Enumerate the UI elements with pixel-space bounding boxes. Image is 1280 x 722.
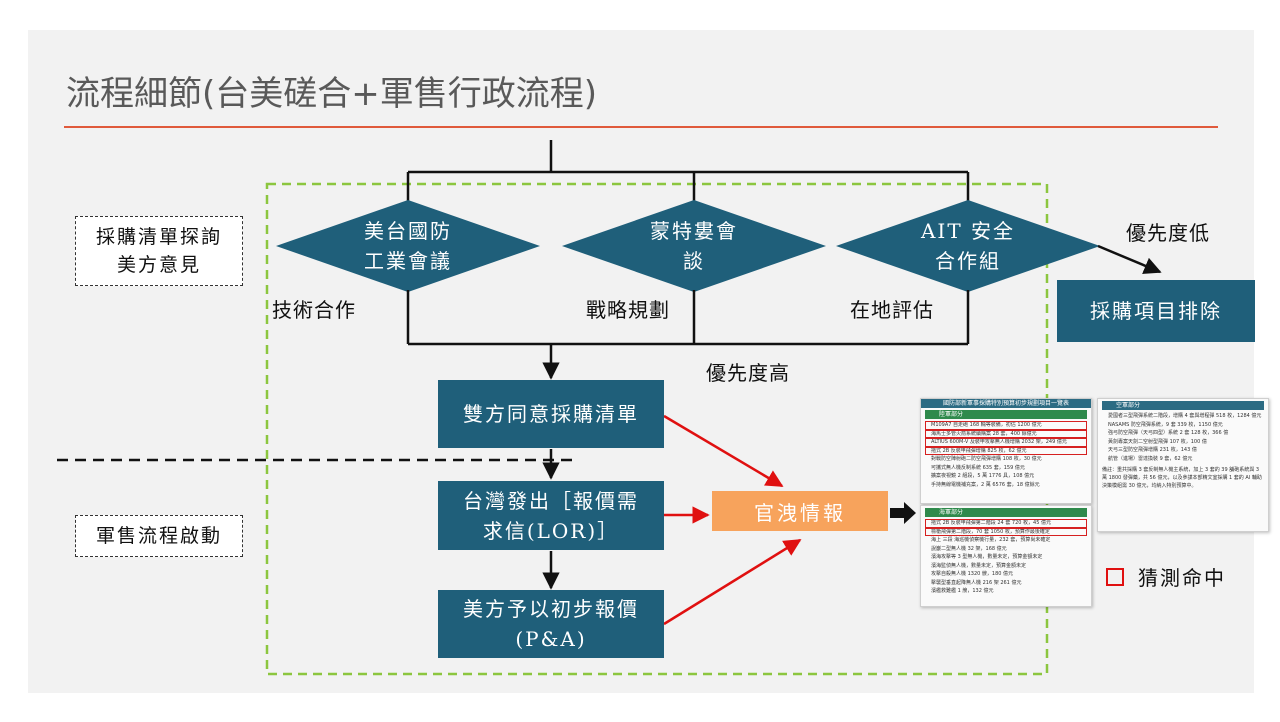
note-strategic-planning: 戰略規劃 (586, 298, 670, 322)
note-local-assessment: 在地評估 (850, 298, 934, 322)
doc-item: 標槍飛彈第二階段，70 套 1050 枚，預算作最後確定 (925, 527, 1087, 536)
doc-item: NASAMS 防空飛彈系統，9 套 339 枚，1150 億元 (1108, 421, 1223, 428)
doc-item: 強弓防空飛彈（天弓四型）系統 2 套 128 枚，366 億 (1108, 430, 1229, 436)
doc-item: 愛國者三型飛彈系統二階段，增購 4 套與增程彈 518 枚，1284 億元 (1108, 413, 1262, 419)
doc-item: 攻擊自殺無人機 1320 艘，180 億元 (931, 571, 1014, 577)
doc-note: 備註：重共採購 3 套反制無人機主系統，加上 3 套的 39 舖砲系統與 3 萬… (1102, 467, 1262, 489)
doc-item: M109A7 自走砲 168 輛等裝備，初估 1200 億元 (925, 421, 1087, 430)
priority-low-label: 優先度低 (1126, 221, 1210, 245)
pa-box: 美方予以初步報價 (P&A) (438, 590, 664, 658)
budget-document-airforce: 空軍部分 愛國者三型飛彈系統二階段，增購 4 套與增程彈 518 枚，1284 … (1097, 398, 1269, 532)
legend-red-square-icon (1106, 567, 1124, 586)
decision-label-montreal-talks: 蒙特婁會 談 (650, 219, 738, 273)
doc-item: 手持無線電機補充案，2 萬 6576 套，18 億餘元 (931, 481, 1040, 488)
agreed-list-box: 雙方同意採購清單 (438, 380, 664, 448)
doc-item: 海上 三段 海巡機偵察機行量，232 套，預算尚未確定 (931, 537, 1051, 543)
legend: 猜測命中 (1106, 562, 1226, 591)
priority-high-label: 優先度高 (706, 361, 790, 385)
page-title: 流程細節(台美磋合+軍售行政流程) (66, 74, 598, 114)
doc-section-army: 陸軍部分 (925, 410, 1087, 419)
legend-label: 猜測命中 (1138, 566, 1226, 590)
note-technical-cooperation: 技術合作 (272, 298, 356, 322)
title-underline (64, 126, 1218, 128)
leak-info-box: 官洩情報 (712, 491, 888, 531)
doc-item: 擴案夜視鏡 2 組段，5 萬 1776 具，108 億元 (931, 473, 1035, 479)
decision-diamond-montreal-talks (562, 200, 826, 292)
output-arrow (890, 502, 916, 524)
doc-item: 說巖二型無人機 32 架，168 億元 (931, 545, 1007, 552)
doc-item: 黃劍專案天劍二空射型飛彈 107 枚，100 億 (1108, 438, 1207, 445)
doc-item: 對戰防空陣射砲二防空飛彈增購 108 枚，30 億元 (931, 456, 1042, 462)
doc-item: 航管（進場）雷達換裝 9 套，62 億元 (1108, 455, 1193, 462)
doc-section-airforce: 空軍部分 (1102, 401, 1264, 410)
doc-item: ALTIUS 600M-V 及裝甲攻擊無人機增購 2032 架，249 億元 (925, 438, 1087, 447)
doc-title: 國防部新軍事採購特別預算初步規劃項目一覽表 (921, 399, 1091, 408)
doc-item: 濱海監偵無人機，數量未定，預算金額未定 (931, 562, 1027, 569)
doc-item: 海馬士多管火箭系統續購案 28 套，400 餘億元 (925, 429, 1087, 438)
doc-item: 天弓三型防空飛彈增購 231 枚，143 億 (1108, 447, 1197, 453)
doc-item: 可攜式無人機反制系統 635 套，159 億元 (931, 464, 1025, 471)
doc-item: 拖式 2B 反裝甲飛彈第二階段 24 套 720 枚，45 億元 (925, 519, 1087, 528)
excluded-items-box: 採購項目排除 (1057, 280, 1255, 342)
decision-diamond-industry-conference (276, 200, 540, 292)
doc-item: 濱艦救難艦 1 艘，132 億元 (931, 588, 994, 594)
decision-label-industry-conference: 美台國防 工業會議 (364, 219, 452, 273)
lor-box: 台灣發出［報價需 求信(LOR)］ (438, 481, 664, 550)
decision-diamond-ait-security (836, 200, 1100, 292)
decision-label-ait-security: AIT 安全 合作組 (920, 219, 1016, 273)
budget-document-army: 國防部新軍事採購特別預算初步規劃項目一覽表 陸軍部分 M109A7 自走砲 16… (920, 398, 1092, 504)
doc-item: 擊襲型垂直起降無人機 216 架 261 億元 (931, 579, 1022, 586)
phase-sales-box: 軍售流程啟動 (75, 515, 243, 557)
budget-document-navy: 海軍部分 拖式 2B 反裝甲飛彈第二階段 24 套 720 枚，45 億元 標槍… (920, 505, 1092, 607)
phase-inquiry-box: 採購清單探詢 美方意見 (75, 216, 243, 286)
doc-item: 拖式 2B 反裝甲飛彈增購 825 枚，62 億元 (925, 446, 1087, 455)
doc-section-navy: 海軍部分 (925, 508, 1087, 517)
doc-item: 濱海攻擊等 3 型無人機，數量未定，預算金額未定 (931, 554, 1043, 560)
